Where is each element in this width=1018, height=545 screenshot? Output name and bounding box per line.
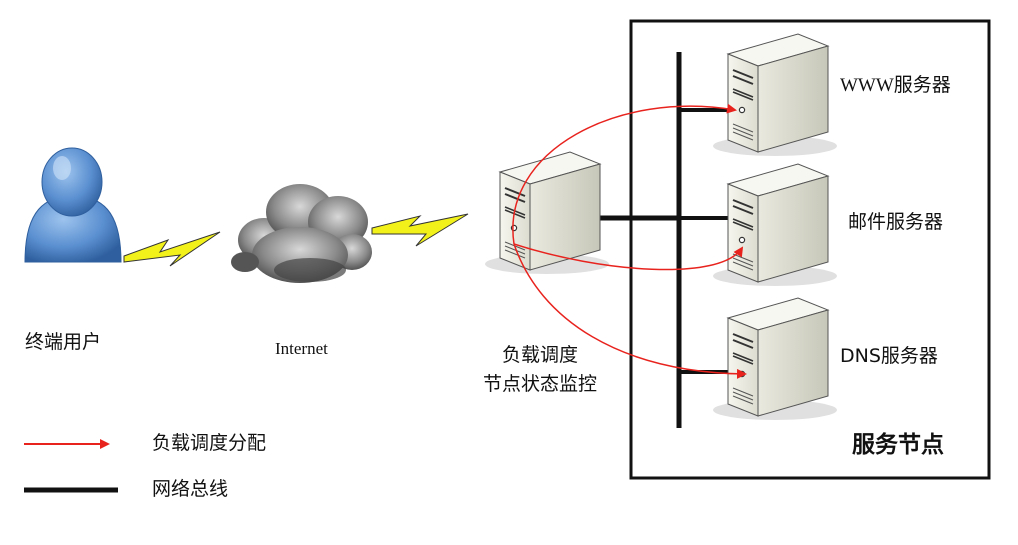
internet-cloud-icon (231, 184, 372, 283)
www-server-icon (712, 33, 838, 157)
dispatch-arrow-dns (513, 243, 747, 379)
legend-dispatch-label: 负载调度分配 (152, 432, 267, 454)
internet-label: Internet (275, 339, 328, 358)
legend-bus-label: 网络总线 (152, 478, 229, 500)
service-group-title: 服务节点 (852, 432, 944, 458)
dispatch-arrow-www (512, 103, 737, 245)
user-icon (24, 147, 122, 263)
service-group-box (629, 19, 991, 480)
user-label: 终端用户 (25, 331, 102, 353)
load-balancer-label-line2: 节点状态监控 (482, 373, 598, 395)
lightning-internet-lb-icon (371, 213, 469, 247)
www-server-label: WWW服务器 (840, 75, 951, 96)
load-balancer-label-line1: 负载调度 (501, 344, 579, 366)
lightning-user-internet-icon (123, 231, 221, 267)
dns-server-icon (712, 297, 838, 421)
mail-server-label: 邮件服务器 (848, 211, 944, 233)
mail-server-icon (712, 163, 838, 287)
dns-server-label: DNS服务器 (840, 345, 938, 367)
dispatch-arrow-mail (513, 243, 744, 271)
load-balancer-server-icon (484, 151, 610, 275)
